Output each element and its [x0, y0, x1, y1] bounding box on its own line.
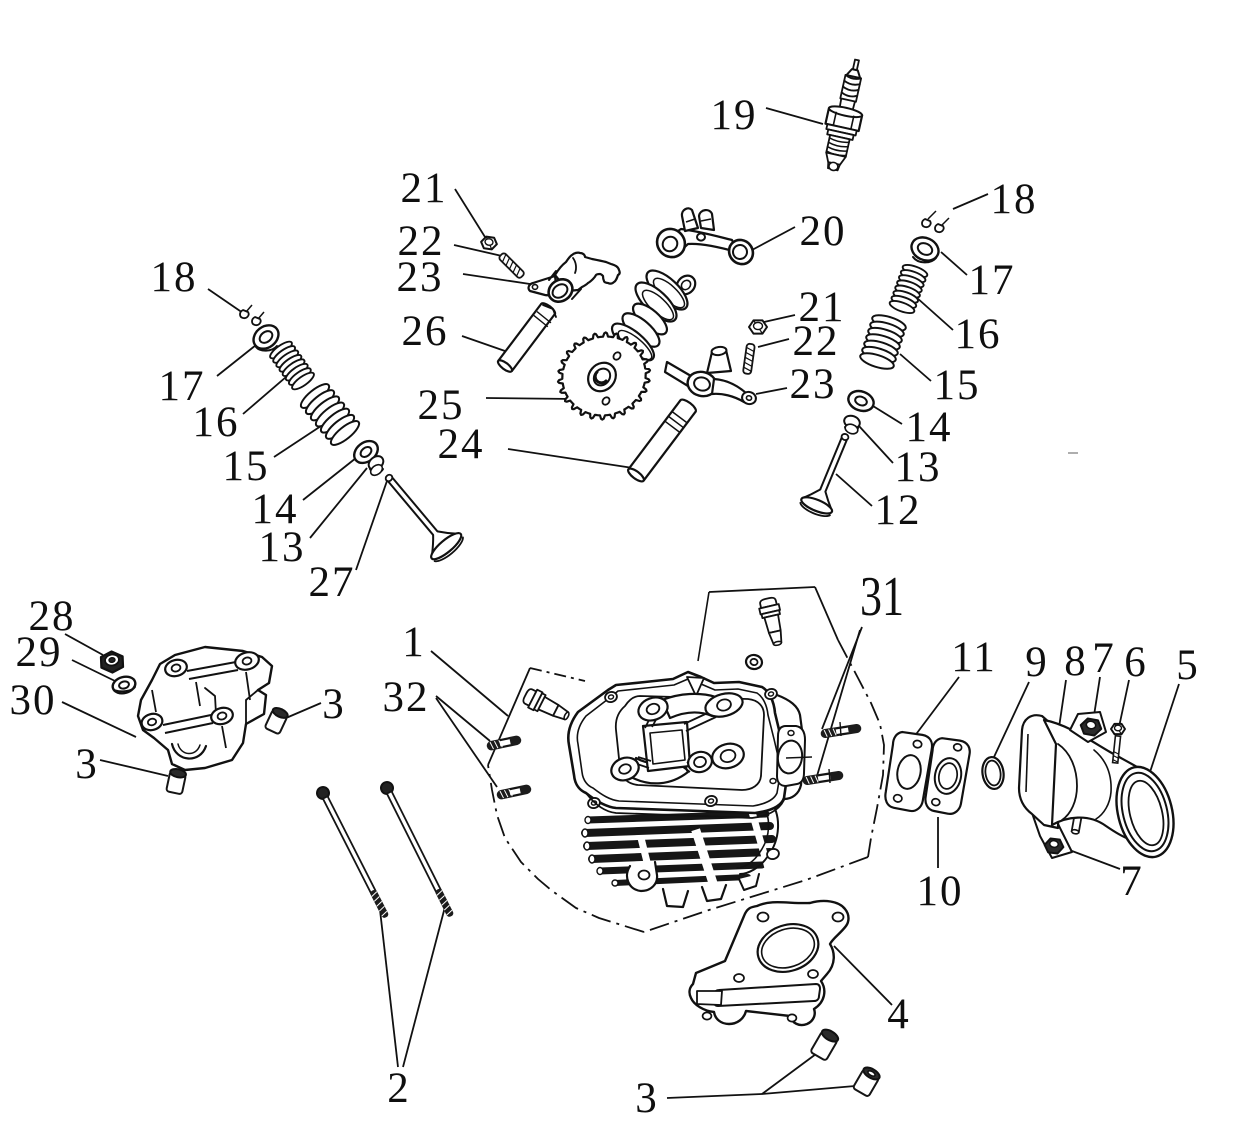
- svg-text:14: 14: [252, 486, 299, 533]
- svg-text:10: 10: [917, 868, 964, 915]
- svg-text:5: 5: [1176, 642, 1200, 689]
- svg-text:13: 13: [259, 524, 306, 571]
- svg-text:31: 31: [860, 566, 904, 628]
- svg-text:27: 27: [309, 559, 356, 606]
- svg-text:28: 28: [29, 593, 76, 640]
- svg-text:7: 7: [1120, 858, 1144, 905]
- svg-text:11: 11: [951, 634, 996, 681]
- svg-text:21: 21: [799, 284, 846, 331]
- svg-text:14: 14: [906, 404, 953, 451]
- svg-text:3: 3: [75, 741, 99, 788]
- svg-text:17: 17: [159, 363, 206, 410]
- svg-text:13: 13: [895, 444, 942, 491]
- svg-text:30: 30: [10, 677, 57, 724]
- svg-text:19: 19: [711, 92, 758, 139]
- svg-text:16: 16: [193, 399, 240, 446]
- svg-text:3: 3: [322, 681, 346, 728]
- svg-text:18: 18: [991, 176, 1038, 223]
- svg-text:15: 15: [223, 443, 270, 490]
- svg-text:2: 2: [387, 1065, 411, 1112]
- svg-text:15: 15: [934, 362, 981, 409]
- svg-text:20: 20: [800, 208, 847, 255]
- svg-text:23: 23: [397, 254, 444, 301]
- svg-text:18: 18: [151, 254, 198, 301]
- svg-text:8: 8: [1064, 638, 1088, 685]
- svg-text:32: 32: [383, 674, 430, 721]
- svg-text:4: 4: [887, 991, 911, 1038]
- svg-text:9: 9: [1025, 639, 1049, 686]
- svg-text:17: 17: [969, 257, 1016, 304]
- svg-text:23: 23: [790, 361, 837, 408]
- svg-text:21: 21: [401, 165, 448, 212]
- svg-text:24: 24: [438, 421, 485, 468]
- svg-text:1: 1: [402, 619, 426, 666]
- svg-text:22: 22: [793, 318, 840, 365]
- svg-text:22: 22: [398, 218, 445, 265]
- svg-text:26: 26: [402, 308, 449, 355]
- svg-text:3: 3: [635, 1075, 659, 1122]
- svg-text:7: 7: [1092, 635, 1116, 682]
- svg-text:6: 6: [1124, 639, 1148, 686]
- svg-text:25: 25: [418, 382, 465, 429]
- svg-text:12: 12: [875, 487, 922, 534]
- svg-text:16: 16: [955, 311, 1002, 358]
- svg-text:29: 29: [16, 629, 63, 676]
